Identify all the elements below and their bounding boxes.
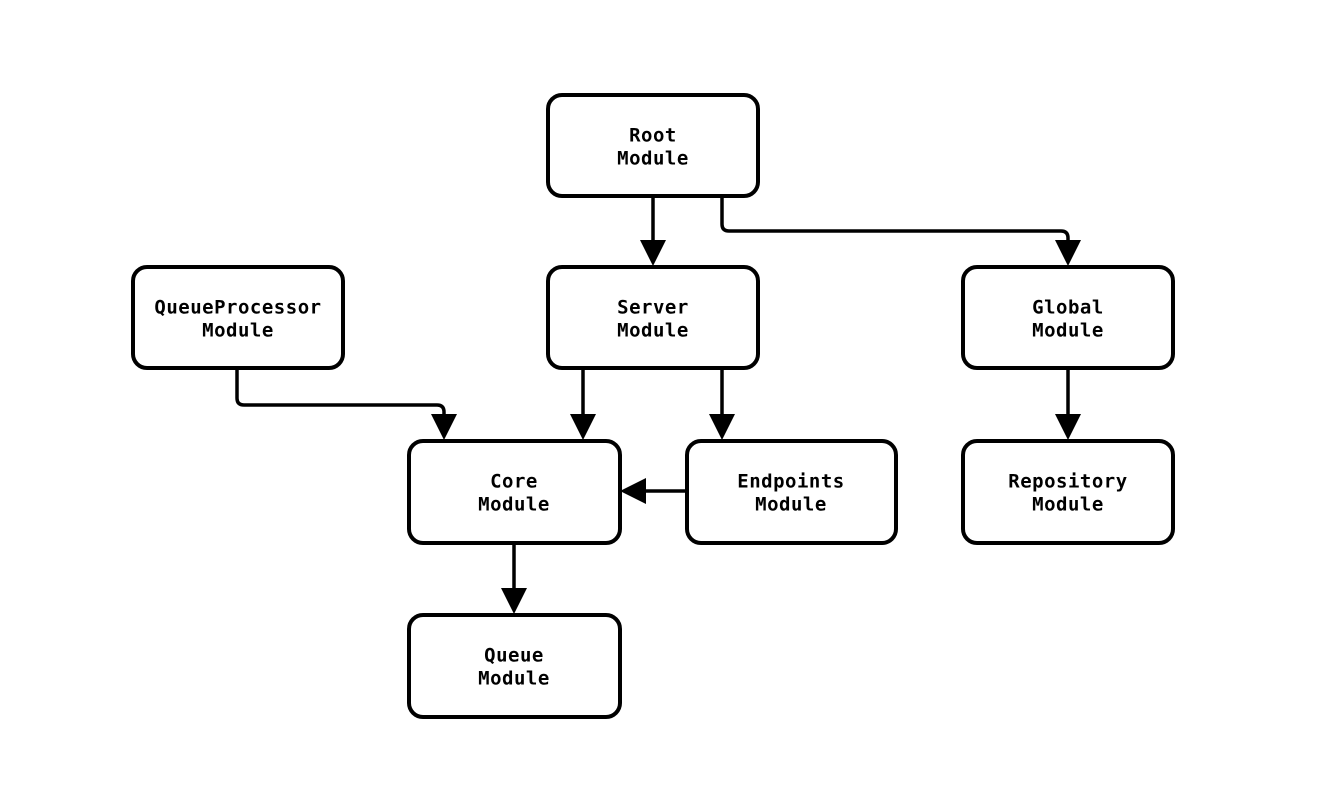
edge-layer [235,196,1081,614]
edge-endpoints-to-core-arrowhead [620,478,646,504]
node-core-box[interactable] [407,439,622,545]
node-root-label-line1: Root [629,125,677,147]
node-global-label-line2: Module [1032,320,1104,342]
node-endpoints-box[interactable] [685,439,898,545]
node-server-label-line1: Server [617,297,689,319]
edge-server-to-core-arrowhead [570,414,596,440]
edge-core-to-queue [501,543,527,614]
node-endpoints[interactable]: Endpoints Module [685,439,898,545]
node-server[interactable]: Server Module [546,265,760,370]
edge-endpoints-to-core [620,478,687,504]
node-repository-label-line1: Repository [1008,471,1127,493]
edge-root-to-global [720,196,1081,266]
edge-root-to-server-arrowhead [640,240,666,266]
edge-root-to-global-line [720,196,1070,245]
node-core-label-line1: Core [490,471,538,493]
node-root-box[interactable] [546,93,760,198]
node-queueprocessor-label-line2: Module [202,320,274,342]
node-queueprocessor[interactable]: QueueProcessor Module [131,265,345,370]
edge-queueprocessor-to-core-arrowhead [431,414,457,440]
node-server-label-line2: Module [617,320,689,342]
node-global-label-line1: Global [1032,297,1104,319]
node-layer: Root Module QueueProcessor Module Server… [131,93,1175,719]
node-server-box[interactable] [546,265,760,370]
node-queueprocessor-label-line1: QueueProcessor [154,297,321,319]
node-root[interactable]: Root Module [546,93,760,198]
edge-root-to-server [640,196,666,266]
node-endpoints-label-line1: Endpoints [737,471,844,493]
node-queue-label-line2: Module [478,668,550,690]
edge-server-to-endpoints-arrowhead [709,414,735,440]
node-repository[interactable]: Repository Module [961,439,1175,545]
edge-global-to-repository-arrowhead [1055,414,1081,440]
edge-root-to-global-arrowhead [1055,240,1081,266]
edge-queueprocessor-to-core-line [235,368,446,419]
node-repository-label-line2: Module [1032,494,1104,516]
node-endpoints-label-line2: Module [755,494,827,516]
node-global[interactable]: Global Module [961,265,1175,370]
node-queue[interactable]: Queue Module [407,613,622,719]
node-queueprocessor-box[interactable] [131,265,345,370]
edge-server-to-core [570,368,596,440]
node-repository-box[interactable] [961,439,1175,545]
edge-server-to-endpoints [709,368,735,440]
edge-core-to-queue-arrowhead [501,588,527,614]
node-core[interactable]: Core Module [407,439,622,545]
node-queue-label-line1: Queue [484,645,544,667]
node-global-box[interactable] [961,265,1175,370]
edge-global-to-repository [1055,368,1081,440]
node-root-label-line2: Module [617,148,689,170]
edge-queueprocessor-to-core [235,368,457,440]
node-core-label-line2: Module [478,494,550,516]
node-queue-box[interactable] [407,613,622,719]
